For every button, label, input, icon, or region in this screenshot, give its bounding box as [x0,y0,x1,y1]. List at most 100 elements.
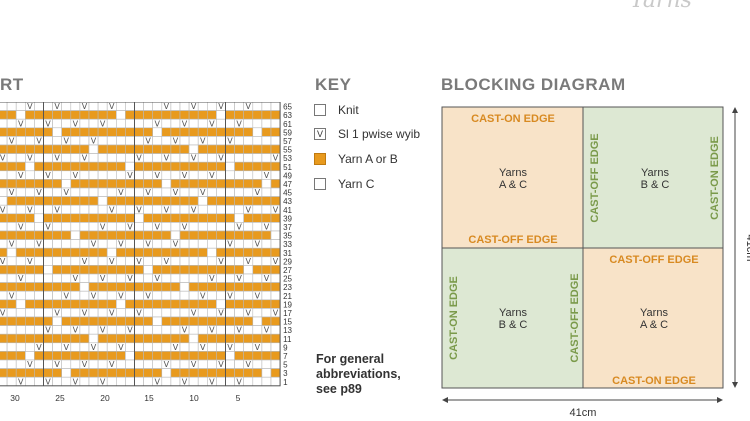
chart-cell [234,153,245,163]
slip-stitch-symbol: V [82,257,88,266]
slip-stitch-symbol: V [36,137,42,146]
chart-cell [188,282,199,292]
chart-cell [152,265,163,275]
slip-stitch-symbol: V [173,343,179,352]
slip-stitch-symbol: V [227,240,233,249]
chart-cell [252,179,263,189]
chart-cell [152,179,163,189]
chart-cell [261,333,272,344]
chart-cell [197,376,208,387]
chart-cell [125,204,135,215]
chart-cell [61,282,72,292]
slip-stitch-symbol: V [246,360,252,369]
chart-cell [216,187,226,197]
chart-cell [0,368,8,378]
chart-cell [106,265,117,275]
slip-stitch-symbol: V [0,205,6,214]
chart-cell [6,213,17,223]
chart-cell [179,230,190,240]
chart-cell [61,299,72,309]
chart-cell [170,359,181,369]
slip-stitch-symbol: V [155,223,161,232]
row-number: 51 [283,163,292,172]
chart-cell [88,187,99,197]
chart-cell [270,196,281,206]
chart-cell [170,153,181,163]
chart-cell [15,153,26,163]
chart-cell [24,273,35,283]
chart-cell [234,308,245,318]
chart-cell [97,127,108,137]
chart-cell [134,222,144,232]
slip-stitch-symbol: V [191,309,197,318]
chart-cell [61,333,72,344]
chart-cell [106,342,117,352]
chart-cell [188,342,199,352]
row-number: 57 [283,137,292,146]
chart-cell [116,247,126,258]
chart-cell [161,196,172,206]
chart-cell [252,213,263,223]
chart-cell [34,222,44,232]
slip-stitch-symbol: V [218,154,224,163]
row-number: 47 [283,180,292,189]
slip-stitch-symbol: V [109,360,115,369]
chart-cell [52,179,62,189]
chart-cell [125,213,135,223]
slip-stitch-symbol: V [127,274,133,283]
chart-cell [134,282,144,292]
chart-cell [70,368,81,378]
chart-cell [79,239,90,249]
chart-cell [125,256,135,266]
slip-stitch-symbol: V [64,291,70,300]
chart-cell [15,265,26,275]
chart-cell [15,230,26,240]
arrow-down-icon [732,382,738,388]
chart-cell [43,102,53,111]
slip-stitch-symbol: V [209,377,215,386]
slip-stitch-symbol: V [100,119,106,128]
chart-cell [270,368,281,378]
chart-cell [270,265,281,275]
slip-stitch-symbol: V [9,240,15,249]
chart-title: RT [0,75,24,94]
chart-cell [225,333,235,344]
slip-stitch-symbol: V [155,119,161,128]
chart-cell [252,136,263,146]
chart-cell [79,273,90,283]
chart-cell [252,376,263,387]
chart-cell [15,247,26,258]
slip-stitch-symbol: V [264,171,270,180]
chart-cell [15,179,26,189]
chart-cell [216,376,226,387]
row-number: 41 [283,206,292,215]
chart-cell [61,256,72,266]
chart-cell [34,273,44,283]
chart-cell [0,213,8,223]
chart-cell [197,351,208,361]
key-label: Sl 1 pwise wyib [338,127,421,141]
chart-cell [170,308,181,318]
chart-cell [161,299,172,309]
chart-cell [52,230,62,240]
chart-cell [234,351,245,361]
chart-cell [179,333,190,344]
slip-stitch-symbol: V [164,360,170,369]
chart-cell [97,247,108,258]
chart-cell [188,351,199,361]
chart-cell [234,136,245,146]
slip-stitch-symbol: V [45,171,51,180]
chart-cell [125,376,135,387]
chart-cell [261,127,272,137]
chart-cell [225,222,235,232]
chart-cell [134,333,144,344]
chart-cell [188,222,199,232]
chart-cell [52,110,62,120]
chart-cell [197,127,208,137]
row-number: 29 [283,257,292,266]
chart-cell [0,376,8,387]
chart-cell [207,316,217,326]
chart-cell [6,265,17,275]
chart-cell [0,342,8,352]
chart-cell [197,325,208,335]
